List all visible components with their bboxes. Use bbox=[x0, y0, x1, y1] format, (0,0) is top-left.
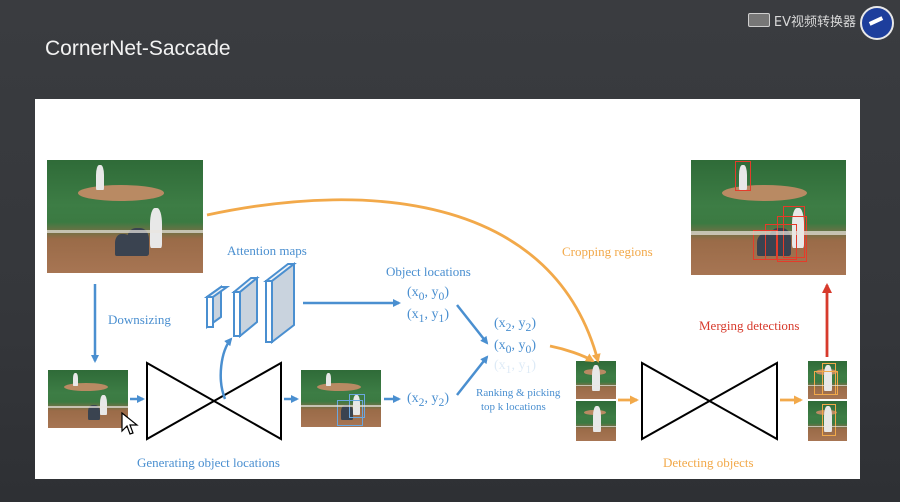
location-x0-y0: (x0, y0) bbox=[407, 285, 449, 303]
attention-box bbox=[337, 400, 363, 426]
ranking-label-line2: top k locations bbox=[481, 401, 546, 413]
ranked-location-3-faded: (x1, y1) bbox=[494, 358, 536, 376]
ranked-location-2: (x0, y0) bbox=[494, 338, 536, 356]
output-batter-figure bbox=[792, 208, 804, 248]
attention-result-image bbox=[301, 370, 381, 427]
ranked-to-crops-arrow bbox=[549, 344, 595, 363]
attention-maps-label: Attention maps bbox=[227, 243, 307, 258]
hourglass-network-1 bbox=[146, 361, 282, 441]
attention-map-small bbox=[203, 285, 231, 329]
downsized-catcher-figure bbox=[88, 405, 100, 420]
watermark: EV视频转换器 bbox=[747, 0, 894, 40]
detection-crop-top bbox=[808, 361, 847, 399]
detection-crop-bottom bbox=[808, 401, 847, 441]
slide-title: CornerNet-Saccade bbox=[45, 37, 231, 60]
detection-bottom-figure bbox=[824, 406, 832, 432]
catcher-figure bbox=[127, 228, 149, 256]
video-camera-icon bbox=[747, 13, 770, 27]
watermark-logo-icon bbox=[860, 6, 894, 40]
crop-top-figure bbox=[592, 365, 600, 391]
crop-bottom-figure bbox=[593, 406, 601, 432]
attention-map-medium bbox=[231, 275, 260, 339]
watermark-text: EV视频转换器 bbox=[773, 14, 856, 30]
attention-pitcher-figure bbox=[326, 373, 331, 386]
cropping-regions-label: Cropping regions bbox=[562, 244, 653, 259]
diagram-graphics bbox=[91, 198, 832, 441]
batter-figure bbox=[150, 208, 162, 248]
location-x2-y2: (x2, y2) bbox=[407, 391, 449, 409]
object-locations-label: Object locations bbox=[386, 264, 471, 279]
output-pitcher-figure bbox=[739, 165, 747, 190]
downsized-pitcher-figure bbox=[73, 373, 78, 386]
output-catcher-figure bbox=[769, 228, 791, 256]
umpire-figure bbox=[115, 234, 131, 256]
downsized-image bbox=[48, 370, 128, 428]
detection-box bbox=[777, 216, 807, 262]
detection-box bbox=[735, 161, 751, 191]
detection-top-figure bbox=[824, 365, 832, 391]
crop-image-top bbox=[576, 361, 616, 399]
ranked-location-1: (x2, y2) bbox=[494, 316, 536, 334]
crop-image-bottom bbox=[576, 401, 616, 441]
crop-detection-box bbox=[814, 371, 838, 395]
mouse-cursor-icon bbox=[121, 411, 139, 435]
detecting-objects-label: Detecting objects bbox=[663, 455, 754, 470]
input-image bbox=[47, 160, 203, 273]
hourglass-network-2 bbox=[641, 361, 778, 441]
location-x1-y1: (x1, y1) bbox=[407, 307, 449, 325]
attention-catcher-figure bbox=[341, 405, 353, 420]
locations-to-ranking-arrow bbox=[456, 304, 489, 345]
generating-object-locations-label: Generating object locations bbox=[137, 455, 280, 470]
ranking-label-line1: Ranking & picking bbox=[476, 387, 561, 399]
diagram-panel: Downsizing Attention maps Object locatio… bbox=[35, 99, 860, 479]
merging-detections-label: Merging detections bbox=[699, 318, 800, 333]
attention-maps-arrow bbox=[219, 337, 233, 400]
crop-detection-box bbox=[822, 404, 836, 436]
cropping-regions-arrow bbox=[206, 198, 601, 363]
downsizing-label: Downsizing bbox=[108, 312, 171, 327]
detection-box bbox=[765, 224, 797, 260]
output-image bbox=[691, 160, 846, 275]
attention-map-large bbox=[263, 261, 297, 345]
lower-location-to-ranking-arrow bbox=[456, 355, 489, 396]
pitcher-figure bbox=[96, 165, 104, 190]
